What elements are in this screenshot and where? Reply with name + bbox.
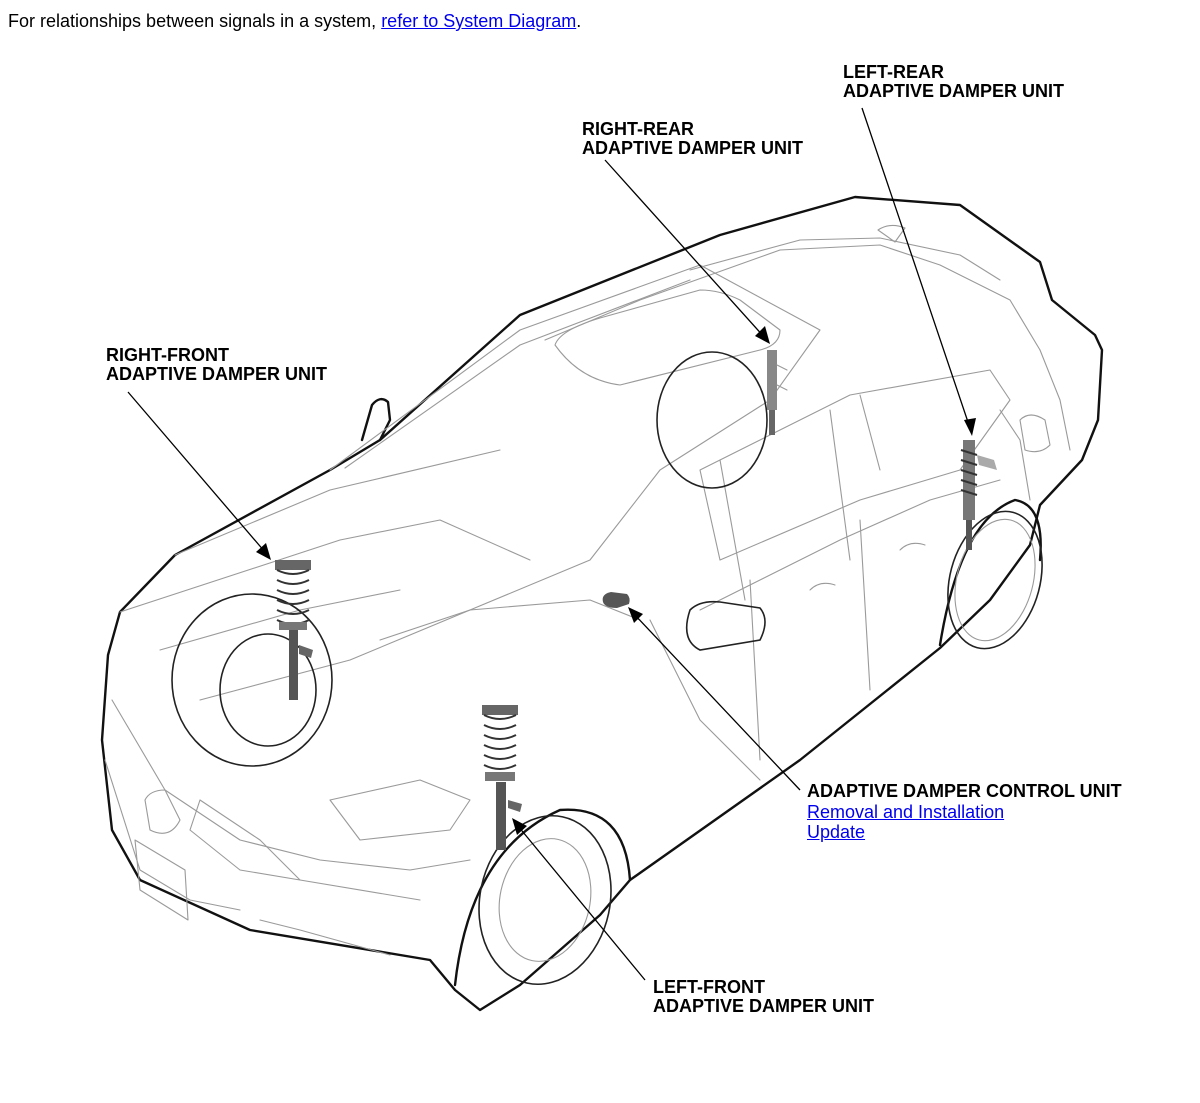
left-front-damper-unit [482,705,522,850]
vehicle-body-details [104,224,1071,986]
left-rear-label-line2: ADAPTIVE DAMPER UNIT [843,81,1065,101]
right-front-label-line1: RIGHT-FRONT [106,345,229,365]
control-unit-title: ADAPTIVE DAMPER CONTROL UNIT [807,781,1122,801]
intro-text: For relationships between signals in a s… [8,11,382,31]
system-diagram-link[interactable]: refer to System Diagram [381,11,577,31]
removal-installation-link[interactable]: Removal and Installation [807,802,1005,822]
left-front-label-line2: ADAPTIVE DAMPER UNIT [653,996,875,1016]
left-rear-damper-label: LEFT-REAR ADAPTIVE DAMPER UNIT [843,63,1064,101]
adaptive-damper-control-unit [602,592,630,608]
right-front-label-line2: ADAPTIVE DAMPER UNIT [106,364,328,384]
right-front-damper-label: RIGHT-FRONT ADAPTIVE DAMPER UNIT [106,346,327,384]
right-rear-label-line1: RIGHT-REAR [582,119,694,139]
left-front-damper-label: LEFT-FRONT ADAPTIVE DAMPER UNIT [653,978,874,1016]
left-front-label-line1: LEFT-FRONT [653,977,765,997]
left-rear-label-line1: LEFT-REAR [843,62,944,82]
right-rear-label-line2: ADAPTIVE DAMPER UNIT [582,138,804,158]
update-link[interactable]: Update [807,822,866,842]
right-front-damper-unit [275,560,313,700]
vehicle-body-outline [100,195,1104,1012]
right-rear-damper-unit [767,350,788,435]
left-rear-damper-unit [960,440,997,550]
control-unit-label: ADAPTIVE DAMPER CONTROL UNIT [807,782,1122,801]
control-unit-links: Removal and Installation Update [807,802,1004,842]
right-rear-damper-label: RIGHT-REAR ADAPTIVE DAMPER UNIT [582,120,803,158]
intro-sentence: For relationships between signals in a s… [8,10,581,32]
intro-suffix: . [576,11,582,31]
leader-lines [127,107,976,981]
